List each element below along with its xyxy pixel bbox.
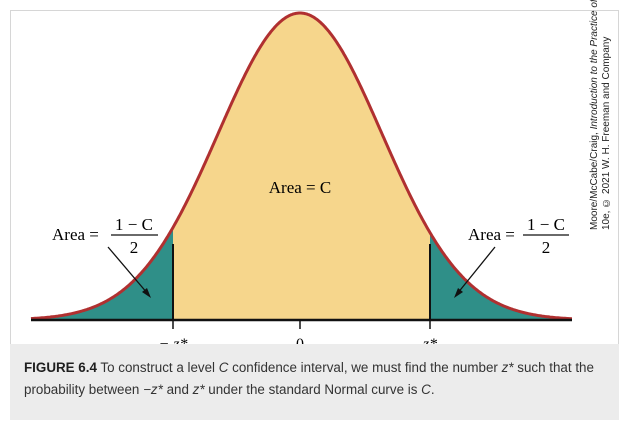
center-area-label: Area = C [269, 178, 331, 197]
right-arrowhead [454, 288, 463, 298]
caption-text-1: To construct a level [96, 360, 219, 375]
right-fraction-numerator: 1 − C [527, 215, 565, 234]
credit-book-title: Introduction to the Practice of Statisti… [589, 0, 600, 130]
caption-var-c-1: C [218, 360, 229, 375]
caption-text-5: under the standard Normal curve is [204, 382, 422, 397]
left-fraction-numerator: 1 − C [115, 215, 153, 234]
right-area-prefix: Area = [468, 225, 515, 244]
copyright-credit: Moore/McCabe/Craig, Introduction to the … [589, 0, 617, 230]
left-fraction-denominator: 2 [130, 238, 139, 257]
left-area-prefix: Area = [52, 225, 99, 244]
caption-text-4: and [162, 382, 193, 397]
figure-caption: FIGURE 6.4 To construct a level C confid… [10, 344, 619, 420]
caption-var-neg-zstar: −z* [143, 382, 163, 397]
left-arrowhead [142, 288, 151, 298]
caption-text-2: confidence interval, we must find the nu… [228, 360, 502, 375]
left-tail-area [31, 227, 173, 320]
caption-var-zstar-2: z* [192, 382, 205, 397]
caption-text-3: such that the probability between [24, 360, 594, 397]
center-area [173, 13, 430, 320]
right-tail-annotation: Area = 1 − C 2 [454, 215, 569, 298]
caption-var-zstar-1: z* [501, 360, 514, 375]
left-pointer-arrow [107, 246, 149, 295]
right-tail-area [430, 232, 572, 320]
right-fraction-denominator: 2 [542, 238, 551, 257]
normal-curve [30, 11, 572, 321]
caption-label: FIGURE 6.4 [24, 360, 97, 375]
caption-text-6: . [430, 382, 435, 397]
credit-line-2: 10e, © 2021 W. H. Freeman and Company [601, 36, 612, 230]
caption-var-c-2: C [421, 382, 431, 397]
credit-line-1: Moore/McCabe/Craig, Introduction to the … [589, 0, 601, 230]
credit-authors: Moore/McCabe/Craig, [589, 132, 600, 230]
right-pointer-arrow [456, 246, 496, 295]
left-tail-annotation: Area = 1 − C 2 [52, 215, 158, 298]
